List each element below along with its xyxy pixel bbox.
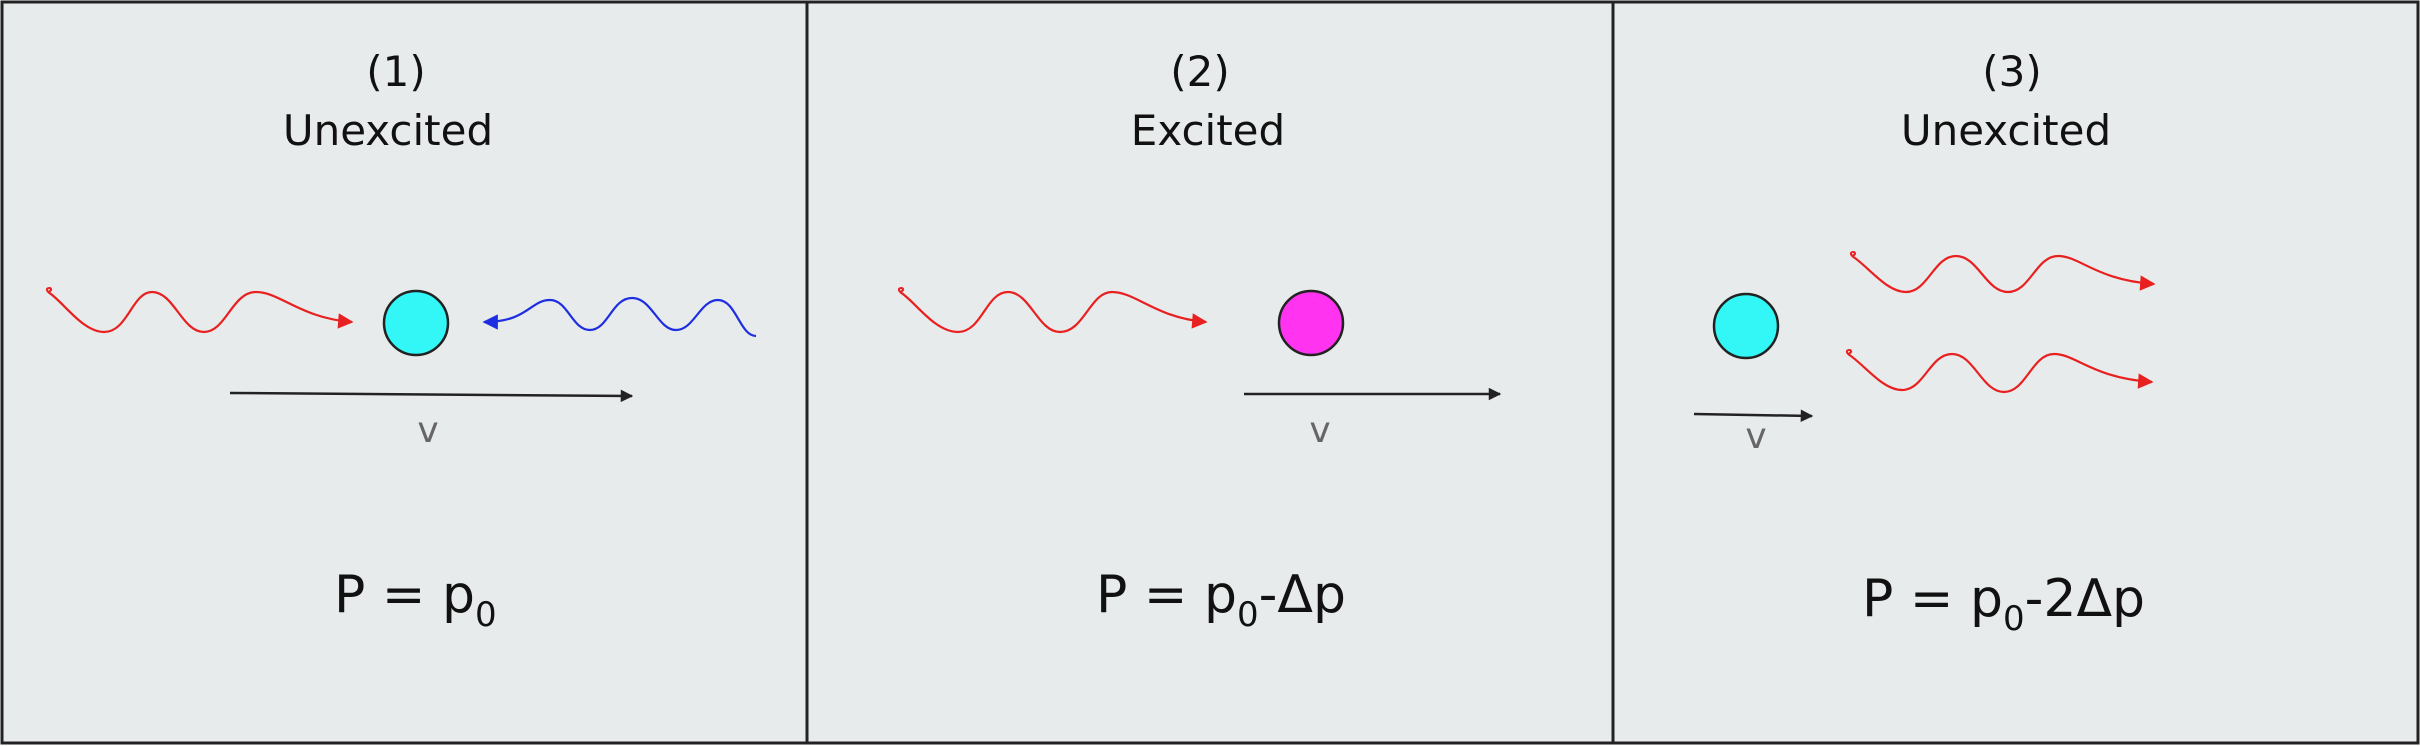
photon-red-tail-icon <box>45 286 53 293</box>
photon-red-emitted-upper <box>1851 254 2156 294</box>
photon-red-emitted-lower <box>1847 352 2154 394</box>
velocity-label: v <box>417 410 438 451</box>
panel-2-number: (2) <box>1170 47 1230 96</box>
panel-2-state: Excited <box>1131 106 1285 155</box>
photon-red-tail-icon <box>1845 348 1853 355</box>
momentum-equation: P = p0-Δp <box>1096 565 1346 635</box>
panel-3-background <box>1611 0 2420 745</box>
atom-unexcited <box>382 289 450 357</box>
atom-unexcited <box>1712 292 1780 360</box>
photon-red-tail-icon <box>897 286 905 293</box>
velocity-label: v <box>1745 416 1766 457</box>
momentum-equation: P = p0-2Δp <box>1862 569 2145 639</box>
atom-excited <box>1277 289 1345 357</box>
velocity-arrow <box>1693 409 1814 423</box>
panel-1-state: Unexcited <box>283 106 493 155</box>
panel-3-state: Unexcited <box>1901 106 2111 155</box>
panel-3: (3) Unexcited v P = p0-2Δp <box>1611 0 2420 745</box>
panel-1: (1) Unexcited v P = p0 <box>0 0 809 745</box>
panel-1-background <box>0 0 809 745</box>
photon-blue-incoming <box>482 296 757 338</box>
panel-3-number: (3) <box>1982 47 2042 96</box>
photon-red-tail-icon <box>1849 250 1857 257</box>
photon-red-incoming <box>899 290 1208 334</box>
velocity-label: v <box>1309 410 1330 451</box>
panel-2: (2) Excited v P = p0-Δp <box>805 0 1615 745</box>
panel-2-background <box>805 0 1615 745</box>
photon-red-incoming <box>47 290 354 334</box>
velocity-arrow <box>229 389 634 403</box>
momentum-equation: P = p0 <box>334 565 497 635</box>
panel-1-number: (1) <box>366 47 426 96</box>
